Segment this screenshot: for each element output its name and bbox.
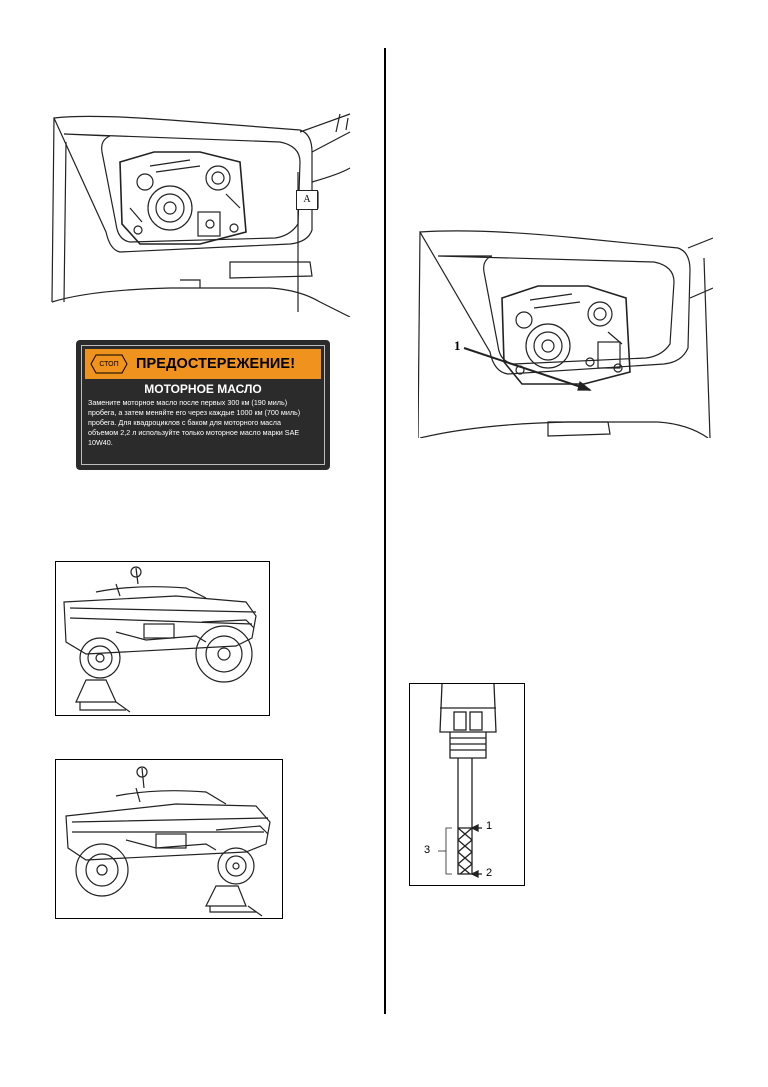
dipstick-illustration: 1 2 3 [409,683,525,886]
label-a-text: A [303,194,311,205]
stop-badge-text: СТОП [99,360,119,368]
column-divider [384,48,386,1014]
atv-lifted-rear-illustration [55,759,283,919]
label-a-box: A [296,190,318,210]
dipstick-mark-1: 1 [486,820,493,832]
warning-header: СТОП ПРЕДОСТЕРЕЖЕНИЕ! [85,349,321,379]
warning-title: ПРЕДОСТЕРЕЖЕНИЕ! [136,356,296,372]
engine-compartment-illustration-left: A [50,112,360,317]
oil-warning-label: СТОП ПРЕДОСТЕРЕЖЕНИЕ! МОТОРНОЕ МАСЛО Зам… [76,340,330,470]
callout-1: 1 [454,338,461,353]
warning-body-line: объемом 2,2 л используйте только моторно… [88,428,300,437]
warning-body-line: пробега. Для квадроциклов с баком для мо… [88,418,281,427]
warning-body: Замените моторное масло после первых 300… [82,396,324,448]
dipstick-mark-3: 3 [424,844,431,856]
warning-subtitle: МОТОРНОЕ МАСЛО [144,382,262,396]
warning-label-frame: СТОП ПРЕДОСТЕРЕЖЕНИЕ! МОТОРНОЕ МАСЛО Зам… [81,345,325,465]
engine-compartment-illustration-right: 1 [418,228,713,438]
warning-body-line: Замените моторное масло после первых 300… [88,398,288,407]
atv-lifted-front-illustration [55,561,270,716]
dipstick-mark-2: 2 [486,867,493,879]
stop-sign-icon: СТОП [90,354,128,374]
warning-body-line: пробега, а затем меняйте его через кажды… [88,408,301,417]
warning-body-line: 10W40. [88,438,113,447]
